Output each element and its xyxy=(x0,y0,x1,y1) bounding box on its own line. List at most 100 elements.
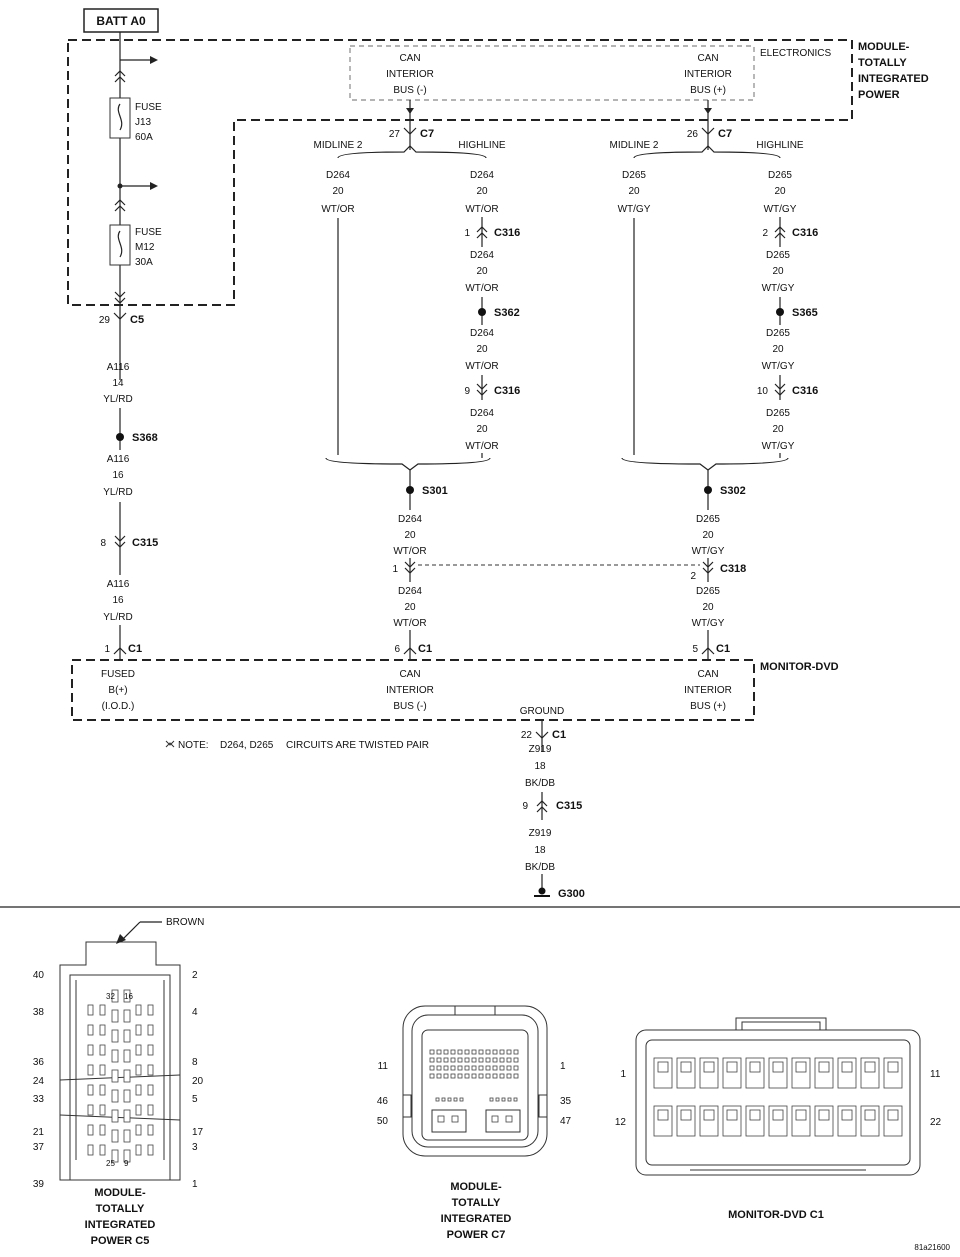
c316-pin-r2: 10 xyxy=(757,386,769,397)
s362-splice xyxy=(478,308,486,316)
svg-text:TOTALLY: TOTALLY xyxy=(452,1197,501,1209)
c7-cavity xyxy=(485,1049,491,1055)
svg-text:MODULE-: MODULE- xyxy=(94,1187,146,1199)
connector-c5-view xyxy=(59,941,181,1181)
c7-cavity xyxy=(464,1065,470,1071)
wire-d265-seg4: D265 20 WT/GY xyxy=(762,408,795,452)
c5-cavity xyxy=(135,1084,142,1096)
s301-merge xyxy=(325,457,491,471)
c7-pin-numbers: 11 46 50 1 35 47 xyxy=(377,1061,572,1127)
dvd-cavity-latch xyxy=(795,1109,807,1121)
c1-label-2: C1 xyxy=(418,643,432,655)
wire-d264-lower: D264 20 WT/OR xyxy=(393,514,426,557)
svg-text:YL/RD: YL/RD xyxy=(103,394,132,405)
svg-text:WT/GY: WT/GY xyxy=(762,441,795,452)
c7-cavity xyxy=(478,1073,484,1079)
svg-text:47: 47 xyxy=(560,1116,572,1127)
svg-text:A116: A116 xyxy=(107,454,130,465)
svg-text:BK/DB: BK/DB xyxy=(525,778,555,789)
c5-cavity xyxy=(111,1029,119,1043)
electronics-label: ELECTRONICS xyxy=(760,48,831,59)
c5-cavity xyxy=(123,1129,131,1143)
wire-a116-16-lower: A116 16 YL/RD xyxy=(103,579,132,623)
svg-text:D264: D264 xyxy=(470,408,494,419)
c5-cavity xyxy=(135,1024,142,1036)
c7-cavity xyxy=(513,1057,519,1063)
c7-cavity xyxy=(443,1065,449,1071)
c5-cavity xyxy=(147,1124,154,1136)
c7-cavity xyxy=(447,1097,452,1102)
c5-cavity xyxy=(87,1124,94,1136)
svg-text:20: 20 xyxy=(774,186,786,197)
c5-cavity xyxy=(111,989,119,1003)
svg-text:20: 20 xyxy=(332,186,344,197)
wire-z919-lower: Z919 18 BK/DB xyxy=(525,828,555,873)
battery-feed xyxy=(109,32,158,380)
svg-text:WT/OR: WT/OR xyxy=(465,204,498,215)
s302-label: S302 xyxy=(720,485,746,497)
c7-cavity xyxy=(450,1065,456,1071)
c7-cavity xyxy=(471,1073,477,1079)
c7-cavity xyxy=(501,1097,506,1102)
s302-merge xyxy=(621,457,789,471)
svg-text:2: 2 xyxy=(192,970,198,981)
c7-cavity xyxy=(513,1097,518,1102)
c5-cavity xyxy=(87,1084,94,1096)
mon-can-neg-label: CAN INTERIOR BUS (-) xyxy=(386,669,434,712)
c5-cavity xyxy=(135,1044,142,1056)
svg-text:INTERIOR: INTERIOR xyxy=(684,685,732,696)
c5-cavity xyxy=(87,1144,94,1156)
dvd-cavity-latch xyxy=(795,1061,807,1073)
c5-title: MODULE- TOTALLY INTEGRATED POWER C5 xyxy=(85,1187,156,1247)
svg-text:WT/OR: WT/OR xyxy=(465,441,498,452)
wire-d264-c1: D264 20 WT/OR xyxy=(393,586,426,629)
c5-cavity xyxy=(99,1104,106,1116)
svg-text:BK/DB: BK/DB xyxy=(525,862,555,873)
svg-text:D264: D264 xyxy=(326,170,350,181)
c7-cavity xyxy=(451,1115,459,1123)
svg-text:TOTALLY: TOTALLY xyxy=(96,1203,145,1215)
svg-text:D265: D265 xyxy=(766,250,790,261)
c7-cavity xyxy=(506,1057,512,1063)
c7-cavity xyxy=(464,1049,470,1055)
c315-pin: 8 xyxy=(100,538,106,549)
dvd-cavity-latch xyxy=(657,1061,669,1073)
s368-label: S368 xyxy=(132,432,158,444)
svg-text:YL/RD: YL/RD xyxy=(103,487,132,498)
c5-cavity xyxy=(123,1149,131,1163)
dvd-cavity-latch xyxy=(726,1109,738,1121)
c7-cavity xyxy=(436,1065,442,1071)
c7-cavity xyxy=(429,1073,435,1079)
fuse-j13-label: FUSE J13 60A xyxy=(135,102,162,143)
svg-text:1: 1 xyxy=(620,1069,626,1080)
svg-text:WT/GY: WT/GY xyxy=(764,204,797,215)
svg-text:INTEGRATED: INTEGRATED xyxy=(441,1213,512,1225)
svg-text:D265: D265 xyxy=(622,170,646,181)
c5-cavity xyxy=(111,1149,119,1163)
c7-cavity xyxy=(499,1073,505,1079)
svg-text:TOTALLY: TOTALLY xyxy=(858,57,907,69)
svg-text:INTERIOR: INTERIOR xyxy=(386,69,434,80)
wire-d265-lower: D265 20 WT/GY xyxy=(692,514,725,557)
svg-text:POWER C5: POWER C5 xyxy=(91,1235,150,1247)
c5-pin-numbers-left: 40 38 36 24 33 21 37 39 xyxy=(33,970,45,1190)
svg-text:POWER C7: POWER C7 xyxy=(447,1229,506,1241)
svg-text:20: 20 xyxy=(476,424,488,435)
c7-cavity xyxy=(429,1049,435,1055)
c7-cavity xyxy=(471,1049,477,1055)
svg-text:D265: D265 xyxy=(766,408,790,419)
dvd-cavity-latch xyxy=(703,1109,715,1121)
c5-cavity xyxy=(123,1009,131,1023)
c7-cavity xyxy=(492,1057,498,1063)
c316-label-l2: C316 xyxy=(494,385,520,397)
svg-text:5: 5 xyxy=(192,1094,198,1105)
c1-pin-6: 6 xyxy=(394,644,400,655)
c5-cavity xyxy=(123,1049,131,1063)
dvd-cavity-latch xyxy=(726,1061,738,1073)
c7-right-pin: 26 xyxy=(687,129,699,140)
c7-cavity xyxy=(485,1065,491,1071)
c7-cavity xyxy=(436,1049,442,1055)
g300-label: G300 xyxy=(558,888,585,900)
svg-text:POWER: POWER xyxy=(858,89,900,101)
wire-a116-14: A116 14 YL/RD xyxy=(103,362,132,405)
